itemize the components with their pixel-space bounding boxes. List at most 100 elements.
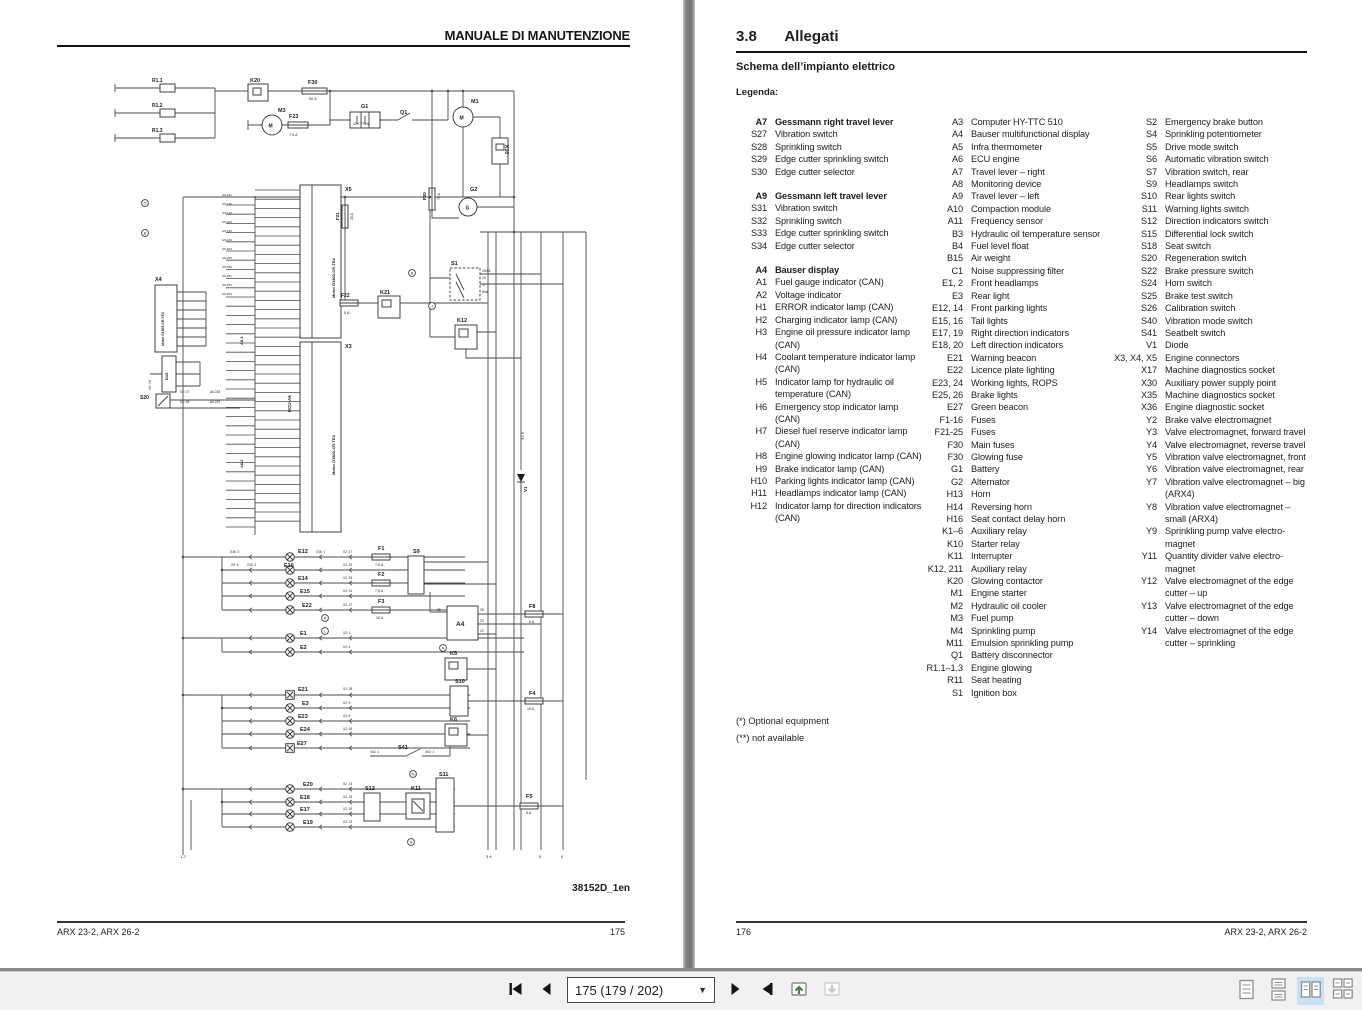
page-navigation: 175 (179 / 202) ▼	[505, 977, 843, 1003]
svg-text:19: 19	[482, 276, 486, 280]
nav-back-button[interactable]	[786, 977, 810, 1003]
svg-text:A6.136: A6.136	[222, 202, 232, 206]
legend-description: Bauser multifunctional display	[971, 129, 1090, 140]
legend-entry: S10 Rear lights switch	[1099, 190, 1307, 202]
legend-code: A4	[755, 265, 767, 276]
svg-text:7,5 A: 7,5 A	[289, 133, 298, 137]
legend-code: A10	[946, 203, 963, 214]
svg-text:X5: X5	[345, 187, 352, 193]
legend-entry: F30 Main fuses	[919, 439, 1123, 451]
legend-entry: X35 Machine diagnostics socket	[1099, 389, 1307, 401]
next-page-button[interactable]	[724, 977, 746, 1003]
legend-description: Sprinkling pump	[971, 625, 1036, 636]
legend-code: G2	[950, 476, 963, 487]
first-page-button[interactable]	[505, 977, 527, 1003]
legend-entry: S34 Edge cutter selector	[733, 240, 925, 252]
legend-entry: V1 Diode	[1099, 339, 1307, 351]
svg-text:X36: 1: X36: 1	[316, 550, 325, 554]
page-bottom-edge	[0, 968, 1362, 971]
svg-text:X2: 23: X2: 23	[343, 820, 352, 824]
footer-page-number: 175	[609, 927, 625, 937]
view-single-page-button[interactable]	[1233, 977, 1260, 1005]
prev-page-button[interactable]	[536, 977, 558, 1003]
legend-entry: E12, 14 Front parking lights	[919, 302, 1123, 314]
page-number-combobox[interactable]: 175 (179 / 202) ▼	[567, 977, 715, 1003]
svg-text:3 4: 3 4	[486, 854, 492, 859]
legend-description: Vibration mode switch	[1165, 315, 1253, 326]
legend-entry: E17, 19 Right direction indicators	[919, 327, 1123, 339]
legend-description: Engine starter	[971, 588, 1027, 599]
view-book-button[interactable]	[1329, 977, 1356, 1005]
nav-forward-button[interactable]	[819, 977, 843, 1003]
legend-code: E22	[946, 365, 963, 376]
svg-text:50 A: 50 A	[309, 97, 317, 101]
legend-entry: R11 Seat heating	[919, 674, 1123, 686]
footer-model: ARX 23-2, ARX 26-2	[57, 927, 140, 937]
legend-description: Rear light	[971, 290, 1010, 301]
legend-description: Calibration switch	[1165, 303, 1236, 314]
legend-description: Main fuses	[971, 439, 1015, 450]
legend-code: X3, X4, X5	[1114, 352, 1157, 363]
legend-entry: S2 Emergency brake button	[1099, 116, 1307, 128]
legend-entry: A1 Fuel gauge indicator (CAN)	[733, 276, 925, 288]
svg-text:K20: K20	[250, 78, 260, 84]
legend-entry: S40 Vibration mode switch	[1099, 315, 1307, 327]
svg-text:F23: F23	[289, 114, 298, 120]
svg-text:X62: 2: X62: 2	[370, 750, 379, 754]
legend-entry: G2 Alternator	[919, 476, 1123, 488]
legend-entry: S26 Calibration switch	[1099, 302, 1307, 314]
svg-text:E14: E14	[298, 576, 309, 582]
svg-text:A6.101: A6.101	[222, 193, 232, 197]
legend-code: S6	[1145, 154, 1157, 165]
legend-entry: S9 Headlamps switch	[1099, 178, 1307, 190]
svg-text:5: 5	[539, 854, 542, 859]
legend-entry: S6 Automatic vibration switch	[1099, 153, 1307, 165]
legend-code: H13	[946, 489, 963, 500]
legend-code: S22	[1140, 265, 1157, 276]
legend-description: Edge cutter selector	[775, 166, 855, 177]
legend-description: Valve electromagnet of the edge cutter –…	[1165, 576, 1294, 599]
legend-code: K1–6	[941, 526, 963, 537]
legend-code: E17, 19	[932, 327, 963, 338]
svg-text:X39: 3: X39: 3	[247, 563, 256, 567]
svg-text:S10: S10	[455, 679, 465, 685]
last-page-button[interactable]	[755, 977, 777, 1003]
legend-entry: E25, 26 Brake lights	[919, 389, 1123, 401]
svg-text:K21: K21	[380, 290, 390, 296]
footer-page-number: 176	[736, 927, 752, 937]
legend-description: Brake pressure switch	[1165, 265, 1254, 276]
svg-text:X2: 16: X2: 16	[148, 380, 152, 390]
legend-column-1: A7 Gessmann right travel lever S27 Vibra…	[733, 116, 925, 525]
svg-text:X2: 18: X2: 18	[343, 795, 352, 799]
legend-entry: C1 Noise suppressing filter	[919, 265, 1123, 277]
legend-code: H8	[755, 451, 767, 462]
legend-code: E1, 2	[942, 278, 963, 289]
svg-text:F5: F5	[526, 794, 532, 800]
svg-text:X2: 5: X2: 5	[343, 701, 351, 705]
svg-text:M: M	[269, 124, 273, 130]
footer-rule	[736, 921, 1307, 923]
svg-text:Motor D1803-CR-TE4: Motor D1803-CR-TE4	[161, 312, 165, 346]
legend-entry: S29 Edge cutter sprinkling switch	[733, 153, 925, 165]
svg-text:B: B	[144, 231, 147, 235]
legend-description: Licence plate lighting	[971, 365, 1055, 376]
svg-text:E18: E18	[300, 795, 310, 801]
legend-entry: S33 Edge cutter sprinkling switch	[733, 227, 925, 239]
svg-text:A6.135: A6.135	[222, 229, 232, 233]
view-facing-pages-button[interactable]	[1297, 977, 1324, 1005]
legend-entry: H2 Charging indicator lamp (CAN)	[733, 314, 925, 326]
svg-text:X2: 17: X2: 17	[343, 550, 352, 554]
legend-description: Rear lights switch	[1165, 191, 1236, 202]
svg-text:K10: K10	[503, 145, 509, 154]
svg-text:K5: K5	[450, 651, 457, 657]
legend-entry: Y4 Valve electromagnet, reverse travel	[1099, 439, 1307, 451]
legend-entry: E15, 16 Tail lights	[919, 315, 1123, 327]
legend-entry: H4 Coolant temperature indicator lamp (C…	[733, 351, 925, 376]
view-continuous-button[interactable]	[1265, 977, 1292, 1005]
legend-description: Emergency stop indicator lamp (CAN)	[775, 401, 899, 424]
svg-text:G1: G1	[361, 104, 368, 110]
legend-description: Machine diagnostics socket	[1165, 389, 1275, 400]
svg-text:22: 22	[480, 629, 484, 633]
svg-text:F21: F21	[335, 212, 340, 220]
legend-entry: S11 Warning lights switch	[1099, 203, 1307, 215]
